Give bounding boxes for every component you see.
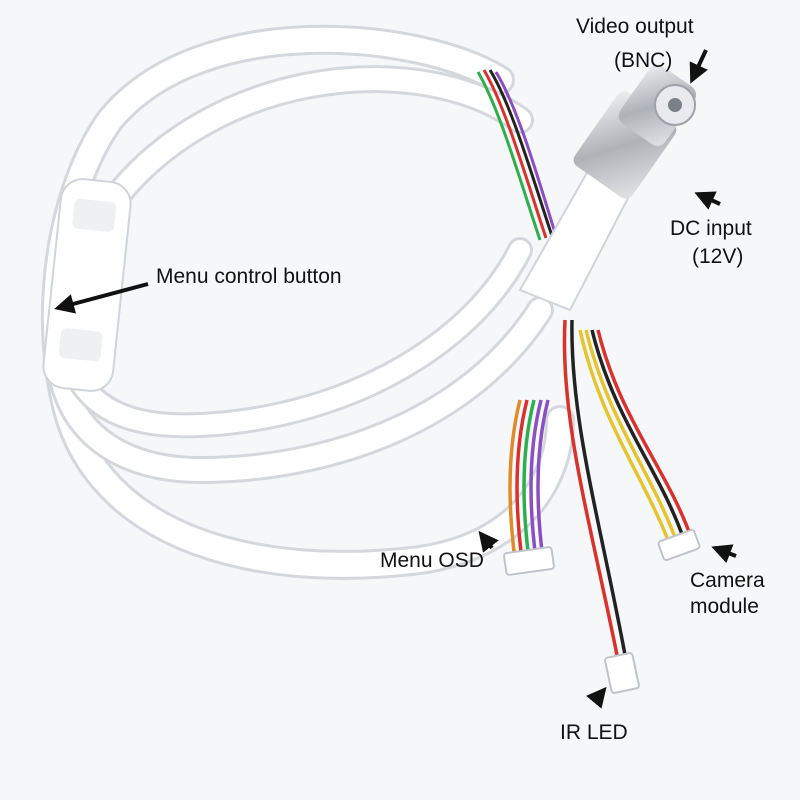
lower-wires — [508, 319, 694, 661]
menu-osd-label: Menu OSD — [380, 549, 484, 572]
small-connectors — [503, 528, 701, 694]
module-label: module — [690, 595, 759, 618]
annotation-arrows — [54, 49, 737, 709]
exposed-wires-top — [476, 69, 558, 241]
cable-loops — [40, 24, 575, 580]
menu-control-housing — [42, 178, 132, 392]
camera-label: Camera — [690, 569, 765, 592]
dc-input-label: DC input — [670, 217, 752, 240]
menu-osd-arrow — [478, 530, 499, 553]
menu-button-arrow — [54, 282, 149, 314]
dc-voltage-label: (12V) — [692, 245, 744, 268]
ir-led-arrow — [586, 686, 607, 709]
menu-control-button-label: Menu control button — [156, 265, 342, 288]
ir-led-label: IR LED — [560, 721, 628, 744]
bnc-connector — [518, 64, 697, 312]
video-output-label: Video output — [576, 15, 694, 38]
dc-input-arrow — [694, 191, 721, 210]
video-output-arrow — [689, 49, 708, 84]
bnc-label: (BNC) — [614, 49, 673, 72]
camera-module-arrow — [711, 544, 737, 564]
